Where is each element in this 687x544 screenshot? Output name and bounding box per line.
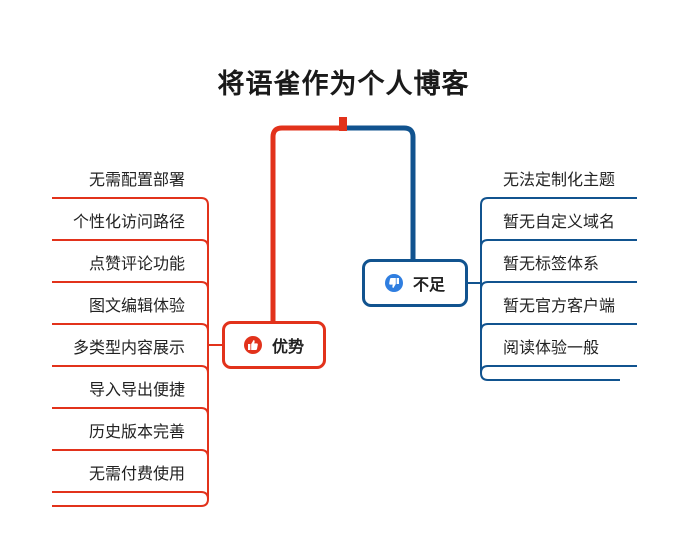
pros-item[interactable]: 个性化访问路径 (72, 212, 185, 231)
cons-item[interactable]: 暂无官方客户端 (503, 296, 616, 315)
cons-spine (480, 205, 620, 381)
pros-item[interactable]: 点赞评论功能 (88, 254, 185, 273)
pros-item-connector (52, 197, 209, 206)
cons-item[interactable]: 无法定制化主题 (503, 170, 616, 189)
pros-item-connector (52, 407, 209, 416)
cons-brackets (480, 197, 637, 381)
pros-item[interactable]: 无需付费使用 (88, 464, 185, 483)
pros-brackets (52, 197, 209, 507)
pros-item-connector (52, 323, 209, 332)
pros-item[interactable]: 无需配置部署 (88, 170, 185, 189)
pros-item-connector (52, 449, 209, 458)
pros-item[interactable]: 历史版本完善 (88, 422, 185, 441)
pros-item-connector (52, 365, 209, 374)
pros-item-connector (52, 281, 209, 290)
pros-node-label: 优势 (271, 337, 304, 356)
pros-spine (52, 205, 209, 507)
pros-node[interactable]: 优势 (222, 321, 326, 369)
pros-item[interactable]: 图文编辑体验 (88, 296, 185, 315)
cons-item-connector (480, 281, 637, 290)
pros-item-connector (52, 239, 209, 248)
cons-item-connector (480, 197, 637, 206)
cons-item-connector (480, 323, 637, 332)
pros-item-connector (52, 491, 209, 500)
cons-item-connector (480, 239, 637, 248)
thumbs-down-icon (384, 274, 403, 292)
pros-item[interactable]: 导入导出便捷 (88, 380, 185, 399)
thumbs-up-icon (243, 336, 262, 354)
cons-item[interactable]: 暂无标签体系 (503, 254, 600, 273)
cons-node-label: 不足 (412, 275, 445, 294)
cons-item[interactable]: 阅读体验一般 (503, 338, 600, 357)
cons-node[interactable]: 不足 (362, 259, 468, 307)
pros-item[interactable]: 多类型内容展示 (72, 338, 185, 357)
root-anchor (339, 117, 347, 131)
root-connector-pros (270, 125, 345, 321)
cons-item[interactable]: 暂无自定义域名 (503, 212, 616, 231)
cons-item-connector (480, 365, 637, 374)
root-connector-cons (345, 125, 416, 259)
page-title: 将语雀作为个人博客 (217, 69, 470, 100)
